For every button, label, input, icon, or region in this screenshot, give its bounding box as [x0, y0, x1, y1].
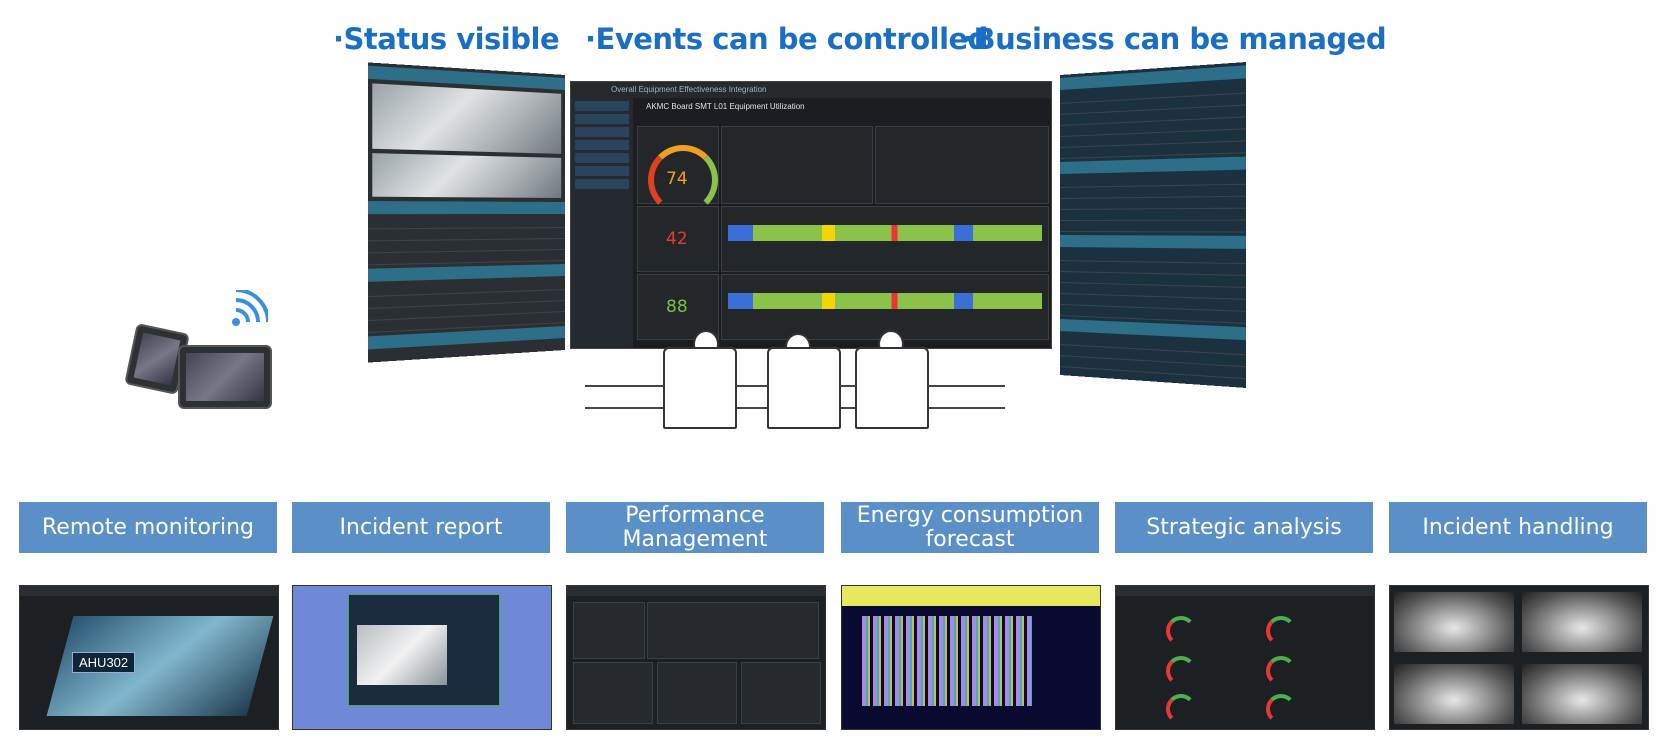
headline-status-visible: ·Status visible — [333, 22, 560, 56]
screenshot-incident-handling — [1389, 585, 1649, 730]
headline-events-controlled: ·Events can be controlled — [585, 22, 988, 56]
utilization-gauge — [648, 145, 718, 215]
mounter2-utilization-box: 88 — [637, 274, 719, 340]
screenshot-incident-report — [292, 585, 552, 730]
headline-business-managed: ·Business can be managed — [963, 22, 1387, 56]
dashboard-window-title: Overall Equipment Effectiveness Integrat… — [571, 82, 1051, 98]
dashboard-sidebar — [571, 98, 633, 348]
mounter2-value: 88 — [666, 297, 688, 317]
screenshot-performance-management — [566, 585, 826, 730]
host-machine-state-table — [875, 126, 1049, 204]
dashboard-subtitle: AKMC Board SMT L01 Equipment Utilization — [646, 102, 805, 111]
caption-incident-handling: Incident handling — [1389, 502, 1647, 553]
operator-chair-left — [663, 347, 737, 429]
mounter1-value: 42 — [666, 229, 688, 249]
mounter1-state-chart — [721, 206, 1049, 272]
center-oee-dashboard: Overall Equipment Effectiveness Integrat… — [570, 81, 1052, 349]
ahu-label: AHU302 — [72, 652, 136, 673]
utilization-gauge-box: 74 — [637, 126, 719, 215]
time-distribution-table — [721, 126, 873, 204]
caption-performance-management: Performance Management — [566, 502, 824, 553]
screenshot-energy-forecast — [841, 585, 1101, 730]
gauge-value: 74 — [666, 169, 688, 189]
screenshot-remote-monitoring: AHU302 — [19, 585, 279, 730]
caption-energy-forecast: Energy consumption forecast — [841, 502, 1099, 553]
screenshot-strategic-analysis — [1115, 585, 1375, 730]
right-display-panel — [1060, 62, 1246, 388]
left-display-panel — [367, 62, 565, 363]
mounter1-utilization-box: 42 — [637, 206, 719, 272]
caption-strategic-analysis: Strategic analysis — [1115, 502, 1373, 553]
wifi-icon — [232, 290, 268, 326]
caption-incident-report: Incident report — [292, 502, 550, 553]
tablet-device-large — [178, 345, 272, 409]
operator-chair-center — [767, 347, 841, 429]
caption-remote-monitoring: Remote monitoring — [19, 502, 277, 553]
operator-chair-right — [855, 347, 929, 429]
mounter2-state-chart — [721, 274, 1049, 340]
control-room-illustration: Overall Equipment Effectiveness Integrat… — [367, 62, 1246, 429]
